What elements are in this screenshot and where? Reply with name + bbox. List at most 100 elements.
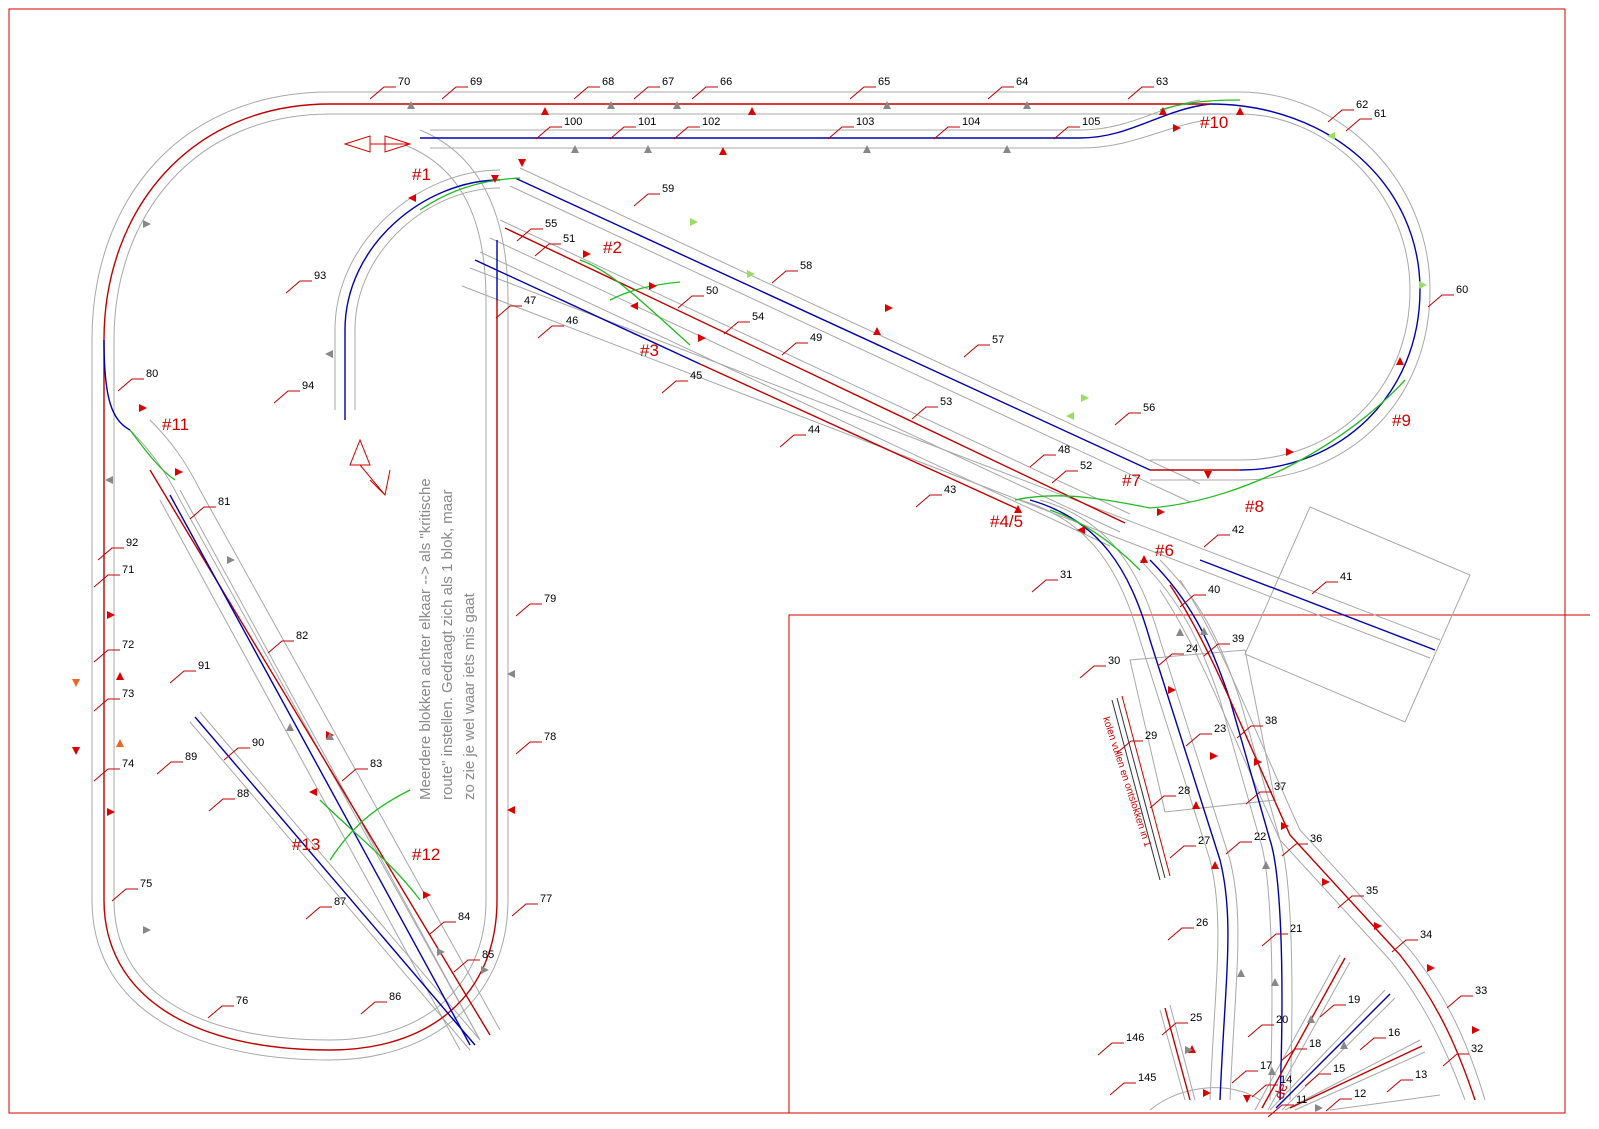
- track-outlines: [91, 91, 1486, 1111]
- block-label-46: 46: [566, 315, 578, 327]
- block-leader-86: [360, 1001, 387, 1015]
- block-label-85: 85: [482, 949, 494, 961]
- block-leader-33: [1446, 995, 1473, 1009]
- fragment-note: de: [1271, 1081, 1291, 1101]
- signal-marker: [1281, 822, 1289, 830]
- block-label-38: 38: [1265, 715, 1277, 727]
- switch-label-12: #12: [412, 845, 440, 864]
- signal-marker: [1185, 1046, 1193, 1054]
- coal-track: [1111, 695, 1171, 881]
- signal-marker: [1003, 145, 1011, 153]
- switch-label-10: #10: [1200, 113, 1228, 132]
- block-leader-72: [93, 649, 120, 663]
- block-label-20: 20: [1276, 1014, 1288, 1026]
- block-leader-103: [827, 126, 854, 140]
- block-label-24: 24: [1186, 643, 1198, 655]
- signal-marker: [1322, 878, 1330, 886]
- block-leader-54: [723, 321, 750, 335]
- block-leader-38: [1236, 725, 1263, 739]
- signal-marker: [673, 101, 681, 109]
- block-leader-58: [771, 270, 798, 284]
- block-leader-16: [1359, 1037, 1386, 1051]
- signal-marker: [873, 327, 881, 335]
- signal-marker: [863, 145, 871, 153]
- block-leader-93: [285, 280, 312, 294]
- block-leader-69: [441, 86, 468, 100]
- block-label-104: 104: [962, 116, 980, 128]
- block-label-31: 31: [1060, 569, 1072, 581]
- signal-marker: [649, 282, 657, 290]
- signal-marker: [644, 145, 652, 153]
- block-leader-101: [609, 126, 636, 140]
- signal-marker: [325, 350, 333, 358]
- block-leader-34: [1391, 939, 1418, 953]
- block-label-32: 32: [1471, 1043, 1483, 1055]
- block-label-82: 82: [296, 630, 308, 642]
- block-leader-76: [207, 1005, 234, 1019]
- block-leader-75: [111, 888, 138, 902]
- signal-marker: [1168, 686, 1176, 694]
- signal-marker: [1140, 555, 1148, 563]
- block-label-48: 48: [1058, 444, 1070, 456]
- block-label-54: 54: [752, 311, 764, 323]
- signal-marker: [1374, 922, 1382, 930]
- signal-marker: [1066, 412, 1074, 420]
- block-label-79: 79: [544, 593, 556, 605]
- block-leader-100: [535, 126, 562, 140]
- switch-labels: #1#2#3#4/5#6#7#8#9#10#11#12#13: [162, 113, 1411, 864]
- block-label-30: 30: [1108, 655, 1120, 667]
- signal-marker: [1237, 969, 1245, 977]
- block-label-101: 101: [638, 116, 656, 128]
- block-leader-77: [511, 903, 538, 917]
- block-leader-80: [117, 378, 144, 392]
- block-label-21: 21: [1290, 923, 1302, 935]
- block-label-93: 93: [314, 270, 326, 282]
- block-leader-46: [537, 325, 564, 339]
- block-label-58: 58: [800, 260, 812, 272]
- block-label-42: 42: [1232, 524, 1244, 536]
- block-leader-63: [1127, 86, 1154, 100]
- signal-marker: [437, 948, 445, 956]
- block-label-78: 78: [544, 731, 556, 743]
- switch-label-8: #8: [1245, 497, 1264, 516]
- signal-marker: [227, 556, 235, 564]
- block-leader-87: [305, 906, 332, 920]
- block-label-86: 86: [389, 991, 401, 1003]
- block-label-14: 14: [1280, 1074, 1292, 1086]
- direction-arrows: [343, 135, 412, 497]
- block-leader-44: [779, 434, 806, 448]
- switch-label-11: #11: [162, 415, 189, 434]
- block-label-56: 56: [1143, 402, 1155, 414]
- block-label-36: 36: [1310, 833, 1322, 845]
- signal-marker: [1243, 1095, 1251, 1103]
- block-label-29: 29: [1145, 730, 1157, 742]
- block-leader-71: [93, 574, 120, 588]
- block-label-65: 65: [878, 76, 890, 88]
- block-leader-17: [1231, 1070, 1258, 1084]
- signal-marker: [507, 670, 515, 678]
- block-label-49: 49: [810, 332, 822, 344]
- block-leader-59: [633, 193, 660, 207]
- block-label-12: 12: [1354, 1088, 1366, 1100]
- block-leader-15: [1304, 1073, 1331, 1087]
- signal-marker: [481, 966, 489, 974]
- signal-marker: [1286, 448, 1294, 456]
- block-leader-51: [534, 243, 561, 257]
- block-leader-104: [933, 126, 960, 140]
- block-leader-23: [1185, 733, 1212, 747]
- block-leader-35: [1337, 895, 1364, 909]
- switch-label-13: #13: [292, 835, 320, 854]
- block-leader-60: [1427, 294, 1454, 308]
- turnout-curves: [129, 99, 1406, 901]
- signal-marker: [116, 672, 124, 680]
- signal-marker: [1200, 627, 1208, 635]
- block-leader-94: [273, 390, 300, 404]
- signal-marker: [630, 302, 638, 310]
- block-leader-31: [1031, 579, 1058, 593]
- block-leader-70: [369, 86, 396, 100]
- block-label-67: 67: [662, 76, 674, 88]
- block-leader-57: [963, 344, 990, 358]
- block-leader-89: [156, 761, 183, 775]
- signal-marker: [116, 739, 124, 747]
